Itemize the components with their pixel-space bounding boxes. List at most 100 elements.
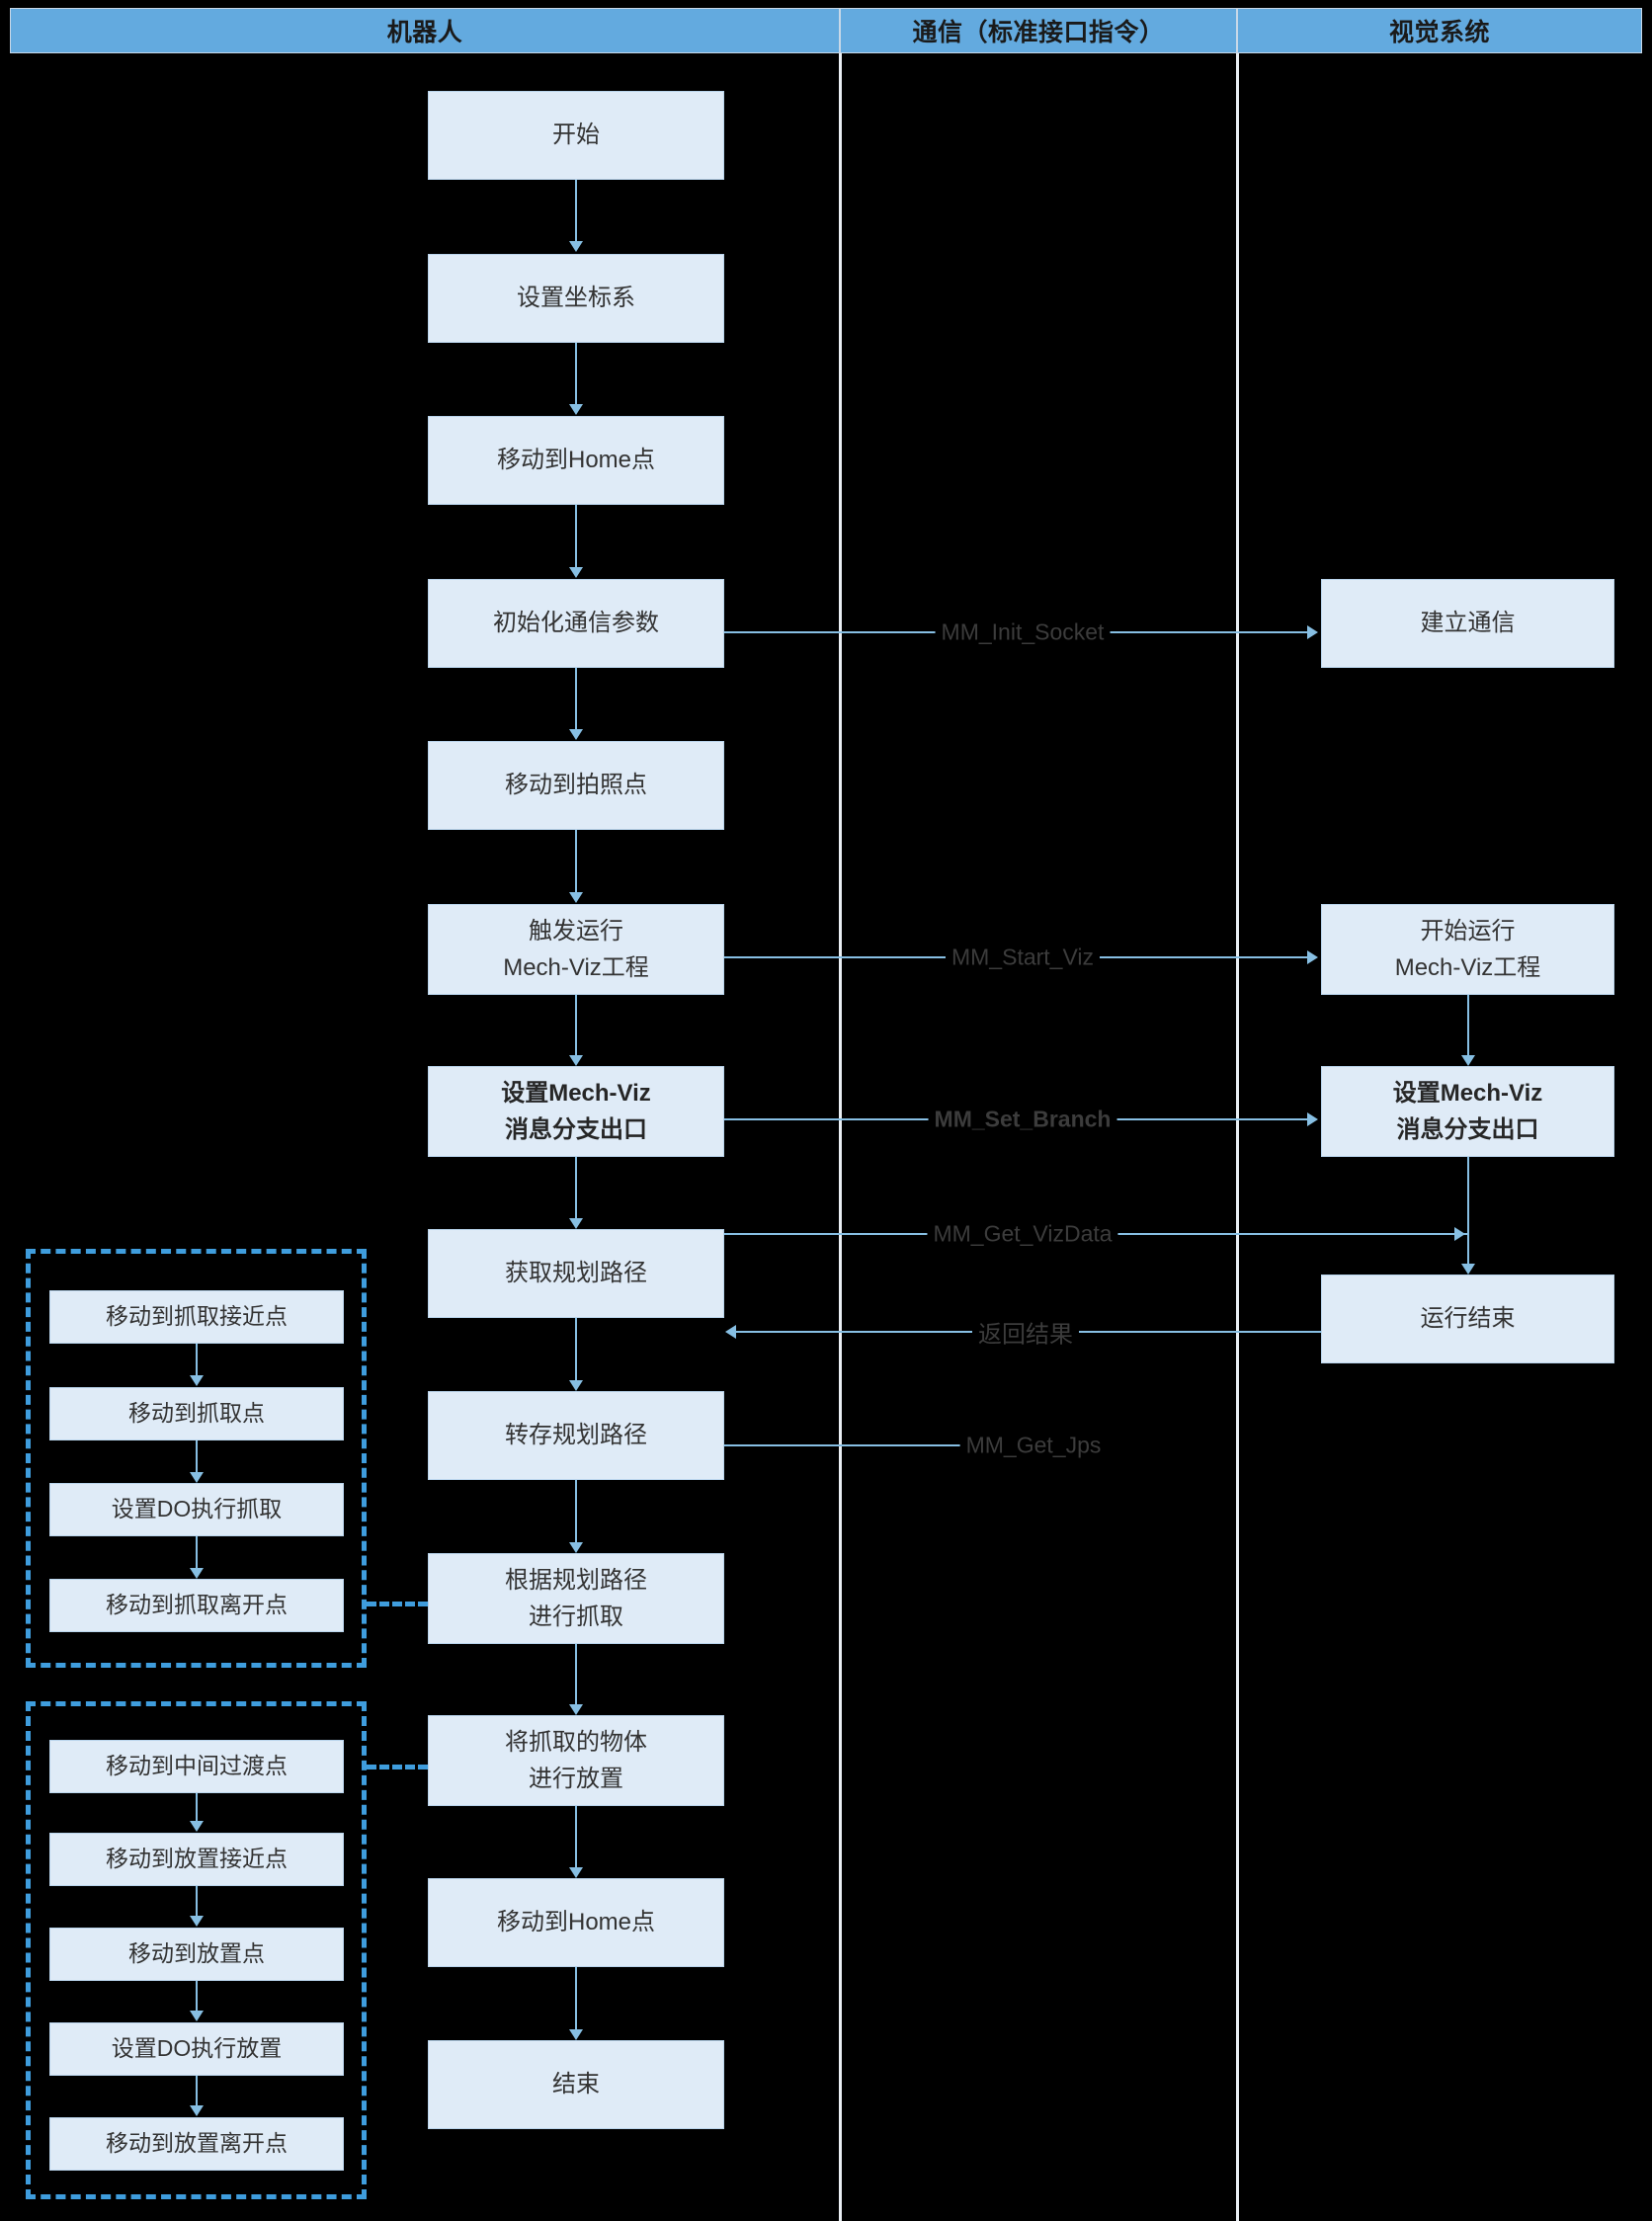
connector-trigger-to-branch (575, 995, 577, 1055)
step-label: 建立通信 (1420, 610, 1516, 637)
lane-header-communication: 通信（标准接口指令） (840, 8, 1237, 53)
connector-capture-to-trigger (575, 830, 577, 892)
place-sequence-group (26, 1701, 367, 2199)
robot-step-set-mechviz-branch[interactable]: 设置Mech-Viz 消息分支出口 (428, 1066, 724, 1157)
place-step-move-to-transition[interactable]: 移动到中间过渡点 (49, 1740, 344, 1793)
pick-step-move-to-pick-point[interactable]: 移动到抓取点 (49, 1387, 344, 1440)
arrowhead-trigger (569, 892, 583, 903)
robot-step-move-to-home-2[interactable]: 移动到Home点 (428, 1878, 724, 1967)
connector-place-3-to-4 (196, 1981, 198, 2011)
lane-header-robot-label: 机器人 (386, 19, 463, 46)
arrowhead-pick (569, 1542, 583, 1553)
robot-step-init-comm-params[interactable]: 初始化通信参数 (428, 579, 724, 668)
place-step-move-to-place-approach[interactable]: 移动到放置接近点 (49, 1833, 344, 1886)
robot-step-store-planned-path[interactable]: 转存规划路径 (428, 1391, 724, 1480)
connector-place-4-to-5 (196, 2076, 198, 2105)
lane-divider-1 (839, 53, 842, 2221)
robot-step-pick-by-path[interactable]: 根据规划路径 进行抓取 (428, 1553, 724, 1644)
arrowhead-pick-2 (190, 1375, 204, 1386)
step-label: 将抓取的物体 进行放置 (505, 1728, 647, 1792)
arrowhead-place-4 (190, 2011, 204, 2021)
connector-place-1-to-2 (196, 1793, 198, 1821)
msg-label-set-branch: MM_Set_Branch (928, 1106, 1117, 1133)
connector-pick-3-to-4 (196, 1536, 198, 1568)
place-step-set-do-place[interactable]: 设置DO执行放置 (49, 2022, 344, 2076)
arrowhead-get-vizdata (1454, 1227, 1465, 1241)
step-label: 移动到中间过渡点 (106, 1753, 288, 1779)
robot-step-trigger-mechviz[interactable]: 触发运行 Mech-Viz工程 (428, 904, 724, 995)
step-label: 开始运行 Mech-Viz工程 (1394, 917, 1541, 981)
arrowhead-home-1 (569, 404, 583, 415)
robot-step-start[interactable]: 开始 (428, 91, 724, 180)
lane-header-communication-label: 通信（标准接口指令） (912, 19, 1165, 46)
arrowhead-coord (569, 241, 583, 252)
vision-step-set-mechviz-branch[interactable]: 设置Mech-Viz 消息分支出口 (1321, 1066, 1614, 1157)
connector-branch-to-getpath (575, 1157, 577, 1218)
vision-step-establish-comm[interactable]: 建立通信 (1321, 579, 1614, 668)
lane-header-robot: 机器人 (10, 8, 840, 53)
connector-home2-to-end (575, 1967, 577, 2029)
robot-step-end[interactable]: 结束 (428, 2040, 724, 2129)
connector-coord-to-home (575, 343, 577, 404)
msg-label-start-viz: MM_Start_Viz (945, 944, 1101, 971)
step-label: 转存规划路径 (505, 1422, 647, 1449)
connector-place-2-to-3 (196, 1886, 198, 1916)
arrowhead-place (569, 1704, 583, 1715)
connector-home-to-init (575, 505, 577, 567)
step-label: 获取规划路径 (505, 1260, 647, 1287)
arrowhead-init (569, 567, 583, 578)
arrowhead-capture (569, 729, 583, 740)
vision-step-start-mechviz[interactable]: 开始运行 Mech-Viz工程 (1321, 904, 1614, 995)
dashlink-place-group-to-step (367, 1765, 428, 1769)
robot-step-set-coordinate-system[interactable]: 设置坐标系 (428, 254, 724, 343)
lane-divider-2 (1236, 53, 1239, 2221)
arrowhead-place-5 (190, 2105, 204, 2116)
place-step-move-to-place-point[interactable]: 移动到放置点 (49, 1928, 344, 1981)
step-label: 移动到放置点 (128, 1940, 265, 1967)
vision-step-run-finished[interactable]: 运行结束 (1321, 1275, 1614, 1363)
place-step-move-to-place-depart[interactable]: 移动到放置离开点 (49, 2117, 344, 2171)
arrowhead-place-3 (190, 1916, 204, 1927)
arrowhead-pick-3 (190, 1472, 204, 1483)
step-label: 运行结束 (1420, 1305, 1516, 1333)
connector-place-to-home2 (575, 1806, 577, 1867)
step-label: 设置坐标系 (517, 285, 635, 312)
connector-pick-2-to-3 (196, 1440, 198, 1472)
arrowhead-start-viz (1307, 950, 1318, 964)
step-label: 初始化通信参数 (493, 610, 659, 637)
pick-step-set-do-pick[interactable]: 设置DO执行抓取 (49, 1483, 344, 1536)
step-label: 移动到放置离开点 (106, 2130, 288, 2157)
pick-step-move-to-pick-approach[interactable]: 移动到抓取接近点 (49, 1290, 344, 1344)
step-label: 根据规划路径 进行抓取 (505, 1566, 647, 1630)
step-label: 移动到Home点 (496, 1909, 656, 1936)
msg-label-get-vizdata: MM_Get_VizData (927, 1220, 1118, 1248)
step-label: 设置Mech-Viz 消息分支出口 (501, 1079, 651, 1143)
robot-step-get-planned-path[interactable]: 获取规划路径 (428, 1229, 724, 1318)
msgline-get-jps (724, 1444, 971, 1446)
connector-getpath-to-store (575, 1318, 577, 1380)
arrowhead-place-2 (190, 1821, 204, 1832)
robot-step-move-to-capture-point[interactable]: 移动到拍照点 (428, 741, 724, 830)
robot-step-move-to-home-1[interactable]: 移动到Home点 (428, 416, 724, 505)
pick-step-move-to-pick-depart[interactable]: 移动到抓取离开点 (49, 1579, 344, 1632)
step-label: 移动到抓取点 (128, 1400, 265, 1427)
connector-init-to-capture (575, 668, 577, 729)
step-label: 设置Mech-Viz 消息分支出口 (1392, 1079, 1543, 1143)
connector-start-to-coord (575, 180, 577, 241)
connector-vision-branch-to-finished (1467, 1157, 1469, 1264)
step-label: 移动到抓取接近点 (106, 1303, 288, 1330)
connector-pick-to-place (575, 1644, 577, 1704)
arrowhead-vision-finished (1461, 1264, 1475, 1275)
dashlink-pick-group-to-step (367, 1602, 428, 1606)
msg-label-init-socket: MM_Init_Socket (935, 618, 1111, 646)
arrowhead-end (569, 2029, 583, 2040)
connector-pick-1-to-2 (196, 1344, 198, 1375)
step-label: 移动到抓取离开点 (106, 1592, 288, 1618)
arrowhead-pick-4 (190, 1568, 204, 1579)
step-label: 触发运行 Mech-Viz工程 (503, 917, 649, 981)
step-label: 移动到Home点 (496, 447, 656, 474)
arrowhead-set-branch (1307, 1112, 1318, 1126)
arrowhead-branch (569, 1055, 583, 1066)
robot-step-place-object[interactable]: 将抓取的物体 进行放置 (428, 1715, 724, 1806)
